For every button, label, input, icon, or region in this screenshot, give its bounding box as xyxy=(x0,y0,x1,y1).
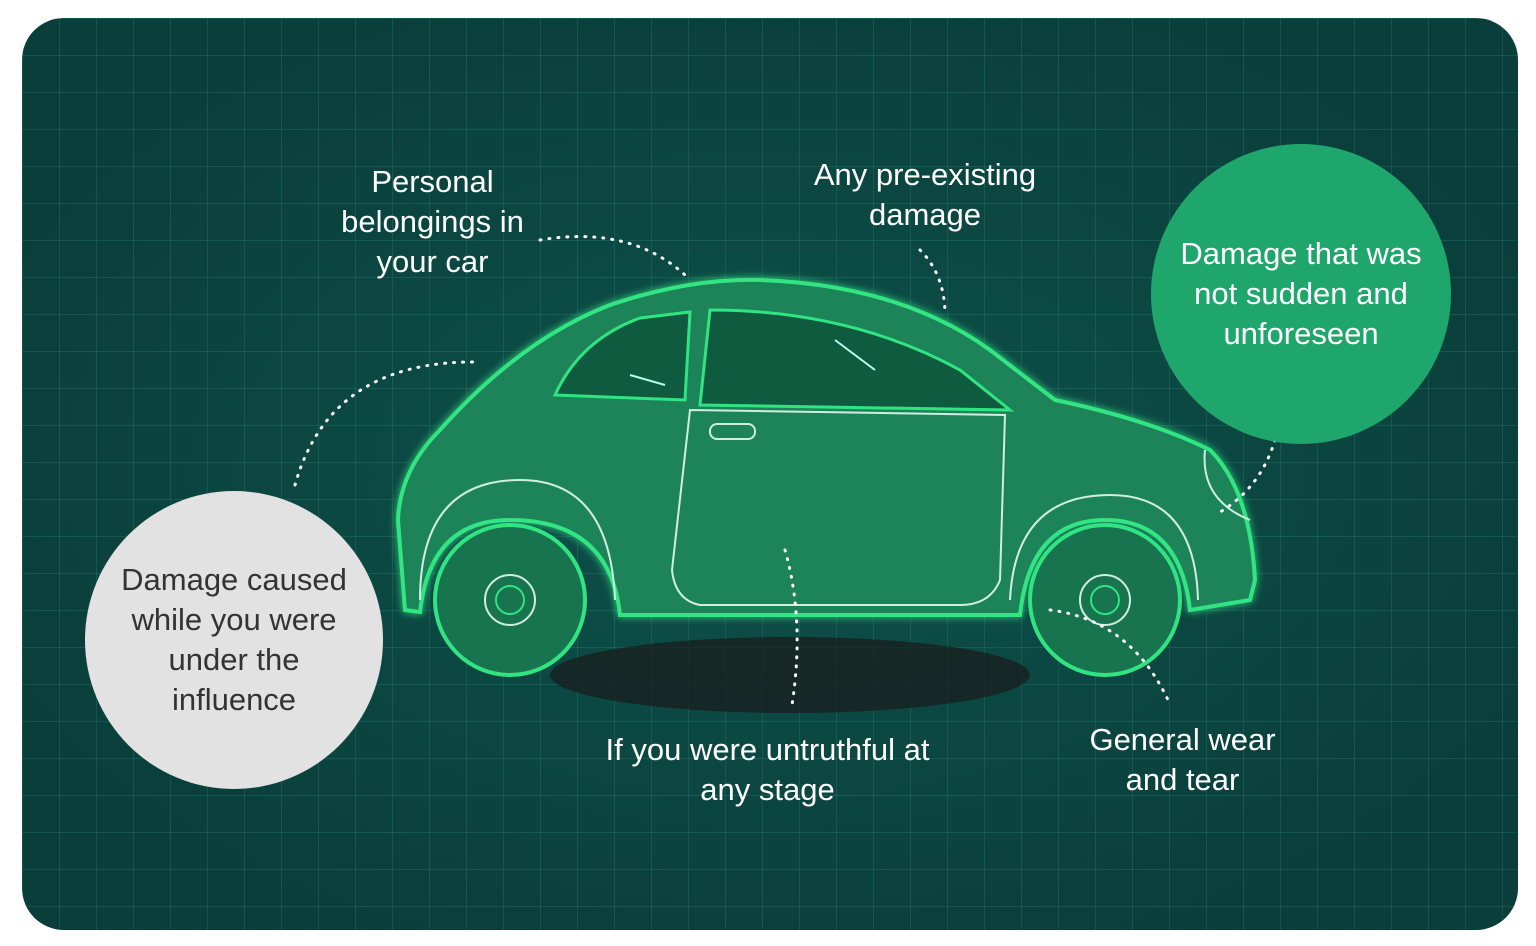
circle-not-sudden: Damage that was not sudden and unforesee… xyxy=(1151,144,1451,444)
label-wear-tear: General wear and tear xyxy=(1089,722,1276,797)
car-shadow xyxy=(550,637,1030,713)
label-personal-belongings: Personal belongings in your car xyxy=(341,164,524,279)
label-untruthful: If you were untruthful at any stage xyxy=(605,732,930,807)
label-under-influence: Damage caused while you were under the i… xyxy=(121,562,347,717)
label-pre-existing-damage: Any pre-existing damage xyxy=(813,157,1037,232)
headlight xyxy=(1203,449,1251,521)
glass-glare xyxy=(834,339,876,371)
rear-wheel xyxy=(433,523,587,677)
label-not-sudden: Damage that was not sudden and unforesee… xyxy=(1180,236,1422,351)
rear-window xyxy=(552,310,692,402)
leader-lines xyxy=(293,235,1277,707)
glass-glare xyxy=(629,374,666,386)
car-door xyxy=(670,408,1007,606)
front-arch xyxy=(1009,493,1199,601)
door-handle xyxy=(709,423,756,440)
front-wheel xyxy=(1028,523,1182,677)
front-window xyxy=(698,308,1015,412)
circle-under-influence: Damage caused while you were under the i… xyxy=(85,491,383,789)
rear-arch xyxy=(419,478,616,601)
